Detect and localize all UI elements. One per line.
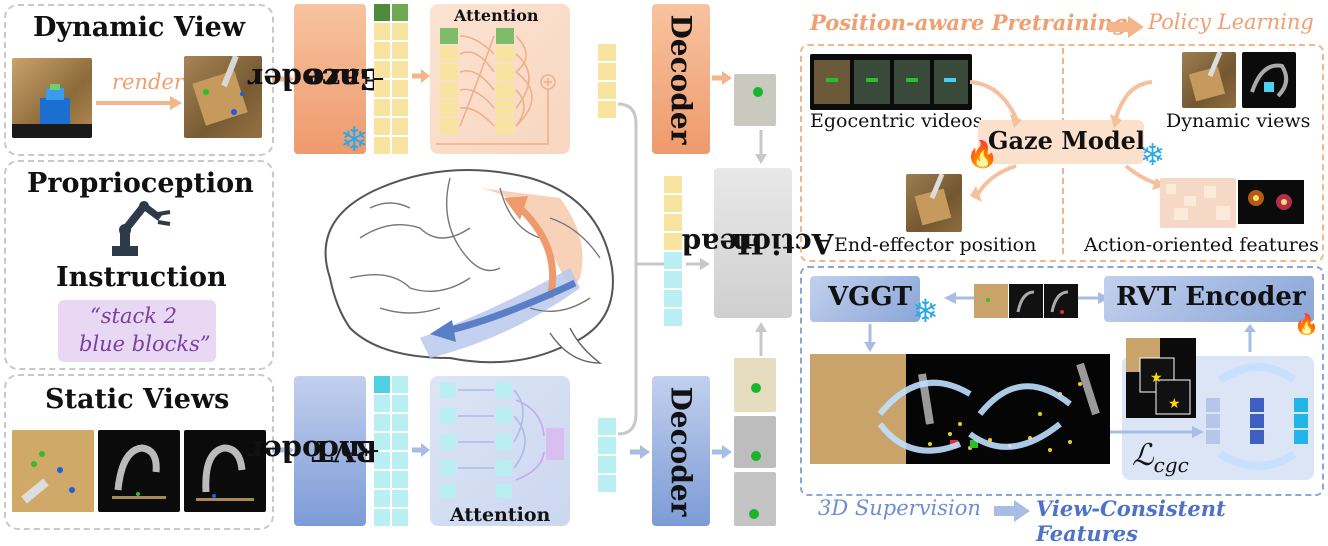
fused-tokens [664,176,682,326]
caption-arrow [994,500,1030,522]
render-label: render [112,70,184,94]
attention-graph-bottom [440,382,564,498]
rvt-output-tokens [598,418,616,492]
static-view-image-3 [184,430,266,512]
instruction-text-line1: “stack 2 [90,304,177,328]
arrow-decoder-bottom-out [712,445,732,459]
attention-label-bottom: Attention [450,504,551,526]
dynamic-view-input-image [12,58,92,138]
arrow-static-to-rvt [272,443,294,457]
robot-arm-icon [112,201,171,256]
caption-view-consistent: View-Consistent Features [1036,496,1226,546]
stacked-view-images: ★★ [1126,338,1196,418]
arrow-tokens-to-action-head [686,258,710,270]
dynamic-views-image-1 [1182,52,1236,108]
instruction-title: Instruction [56,262,227,293]
dynamic-view-title: Dynamic View [33,12,246,43]
feature-blocks [1206,363,1308,470]
action-features-label: Action-oriented features [1084,234,1319,256]
vggt-box [810,276,920,322]
rvt-heatmap-3 [734,472,776,526]
pretraining-title: Position-aware Pretraining [810,10,1128,35]
pretraining-arrow [1108,16,1144,38]
loss-subscript: cgc [1153,453,1189,477]
dynamic-views-label: Dynamic views [1166,110,1311,132]
vertical-flow-arrows [864,324,1256,352]
brain-illustration [324,169,614,364]
svg-text:★: ★ [1168,396,1181,412]
static-view-image-1 [12,430,94,512]
loss-symbol: ℒ [1132,438,1154,473]
arrow-dynamic-to-gaze [272,72,294,86]
gaze-model-box [978,120,1144,164]
arrow-gaze-to-attention [412,69,430,83]
arrow-rvt-to-attention [412,443,430,457]
gaze-model-label: Gaze Model [988,126,1146,155]
rvt-heatmap-2 [734,416,776,468]
gaze-output-tokens [598,44,616,118]
arrow-decoder-top-out [712,71,732,85]
rvt-heatmap-1 [734,358,776,412]
static-views-title: Static Views [45,384,230,415]
gaze-encoder-line2: Encoder [247,62,383,96]
action-features-map [1160,178,1236,228]
rvt-encoder-line2: Encoder [247,434,383,468]
proprioception-title: Proprioception [27,168,254,199]
policy-learning-title: Policy Learning [1148,10,1314,34]
end-effector-label: End-effector position [834,234,1037,256]
arrow-into-action-head-bottom [755,322,767,356]
multiview-input-strip [974,284,1078,318]
snowflake-icon: ❄ [340,120,369,160]
instruction-text-line2: blue blocks” [79,332,211,356]
egocentric-video-strip [810,54,972,110]
arrow-into-action-head-top [755,130,767,164]
end-effector-image [906,174,962,232]
instruction-box [58,300,216,362]
render-arrow [96,96,182,110]
egocentric-videos-label: Egocentric videos [810,110,983,132]
gaze-token-grid [374,4,408,154]
rvt-encoder-box-right [1104,276,1314,322]
decoder-top: Decoder [652,4,710,154]
fire-icon: 🔥 [966,140,999,170]
gaze-prediction-image [734,74,776,126]
decoder-bottom: Decoder [652,376,710,526]
static-view-image-2 [98,430,180,512]
snowflake-icon: ❄ [1140,138,1166,173]
arrow-to-decoder-bottom [630,445,650,459]
arrow-to-features [1110,426,1204,438]
rvt-encoder-label-right: RVT Encoder [1116,282,1306,312]
pointcloud-image [810,354,1110,464]
loss-label: ℒcgc [1132,438,1189,477]
attention-graph-top [436,28,556,145]
caption-3d-supervision: 3D Supervision [818,496,981,520]
dynamic-views-image-2 [1242,52,1296,108]
snowflake-icon: ❄ [912,292,939,330]
dynamic-view-rendered-image [184,56,262,138]
supervision-panel [800,266,1324,496]
gaze-model-arrows [969,80,1166,202]
svg-text:★: ★ [1150,370,1163,386]
rvt-token-grid [374,376,408,526]
pretraining-panel [800,44,1324,262]
vggt-label: VGGT [828,282,912,312]
action-heatmap-image [1238,180,1304,224]
fire-icon: 🔥 [1294,312,1319,336]
attention-label-top: Attention [454,6,539,25]
action-head-line2: Head [682,227,765,260]
